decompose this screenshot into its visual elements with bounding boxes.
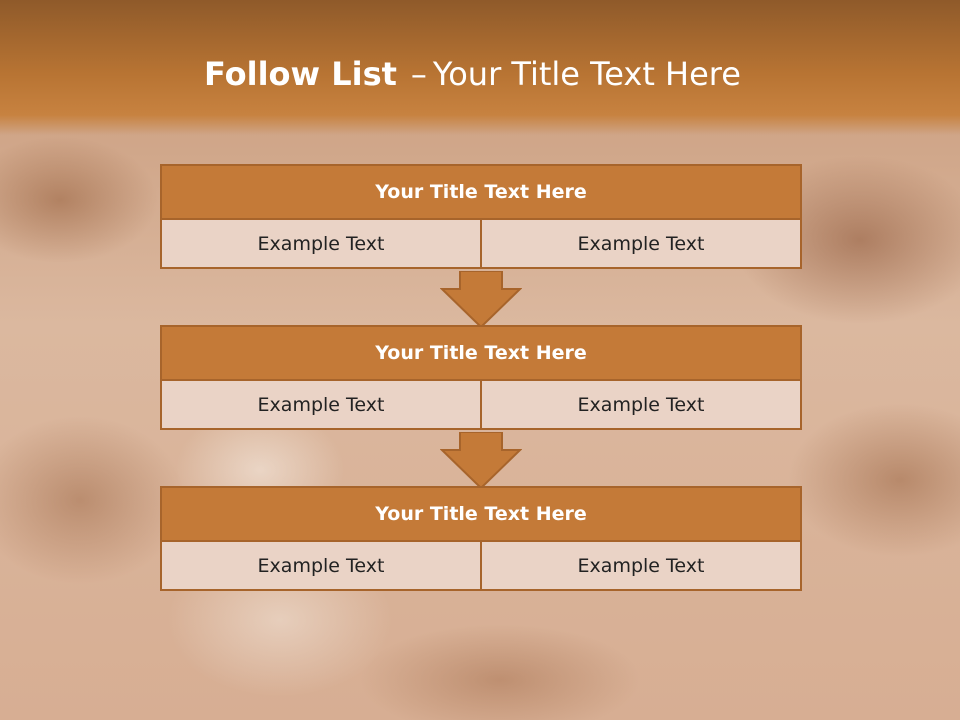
slide-title-bold: Follow List [204,55,397,93]
slide-title-rest: Your Title Text Here [432,55,741,93]
step-row: Example Text Example Text [160,381,802,430]
slide-title: Follow List–Your Title Text Here [0,55,945,93]
step-block-1: Your Title Text Here Example Text Exampl… [160,164,802,269]
step-cell-left: Example Text [160,381,482,430]
step-block-3: Your Title Text Here Example Text Exampl… [160,486,802,591]
step-cell-right: Example Text [482,381,802,430]
step-block-2: Your Title Text Here Example Text Exampl… [160,325,802,430]
step-cell-right: Example Text [482,220,802,269]
step-row: Example Text Example Text [160,542,802,591]
step-row: Example Text Example Text [160,220,802,269]
header-band [0,0,960,135]
step-cell-left: Example Text [160,220,482,269]
down-arrow-icon [440,432,522,490]
step-title: Your Title Text Here [160,325,802,381]
step-title: Your Title Text Here [160,164,802,220]
step-title: Your Title Text Here [160,486,802,542]
down-arrow-icon [440,271,522,329]
step-cell-left: Example Text [160,542,482,591]
step-cell-right: Example Text [482,542,802,591]
slide-title-dash: – [410,55,427,93]
